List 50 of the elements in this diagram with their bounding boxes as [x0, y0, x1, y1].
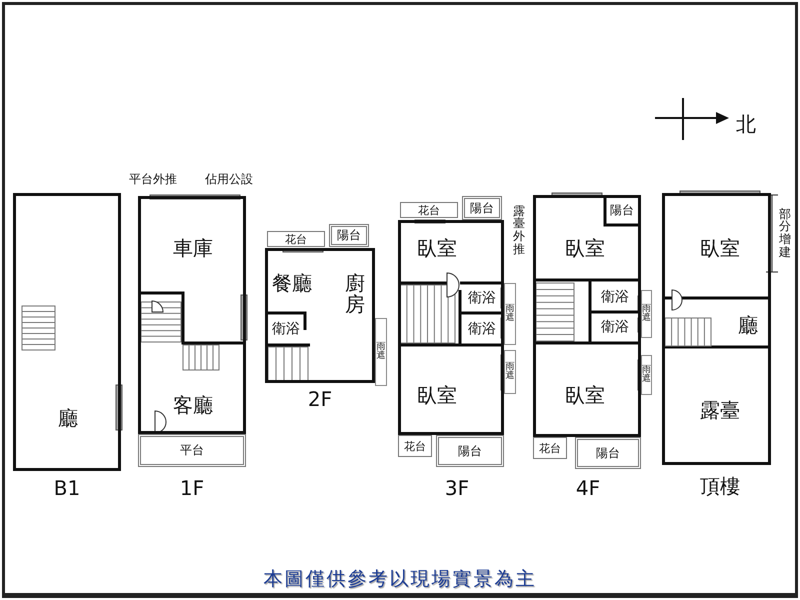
room-label: 臥室: [407, 233, 467, 263]
floor-label: 4F: [574, 474, 602, 502]
terrace-box: 平台: [138, 434, 246, 467]
floor-label: 1F: [178, 474, 206, 502]
awning-box: 雨遮: [641, 290, 652, 338]
room-label: 衛浴: [592, 314, 638, 339]
room-label: 衛浴: [462, 316, 502, 341]
awning-box: 雨遮: [504, 283, 516, 345]
floor-label: 3F: [444, 474, 470, 502]
room-label: 客廳: [163, 390, 223, 420]
north-label: 北: [735, 110, 757, 138]
room-label: 臥室: [555, 380, 615, 410]
disclaimer-note: 本圖僅供參考以現場實景為主: [262, 567, 538, 592]
room-label: 臥室: [555, 233, 615, 263]
room-label: 廳: [728, 310, 768, 340]
balcony-box: 陽台: [436, 435, 504, 467]
room-label: 臥室: [690, 233, 750, 263]
room-label: 衛浴: [592, 284, 638, 309]
awning-box: 雨遮: [375, 318, 387, 386]
floor-outline: [138, 196, 246, 434]
awning-box: 雨遮: [641, 355, 652, 395]
floor-label: 2F: [306, 386, 334, 412]
floor-label: B1: [52, 474, 82, 502]
room-label: 露臺: [690, 395, 750, 425]
awning-box: 雨遮: [504, 350, 516, 394]
side-note: 平台外推: [128, 171, 178, 187]
side-note: 佔用公設: [204, 171, 254, 187]
balcony-box: 陽台: [575, 437, 641, 469]
balcony-box: 陽台: [462, 196, 502, 220]
room-label: 廳: [38, 403, 98, 433]
balcony-box: 陽台: [329, 224, 369, 247]
planter-box: 花台: [267, 231, 325, 247]
side-note: 露臺外推: [512, 202, 526, 258]
room-label: 衛浴: [268, 316, 304, 342]
room-label: 廚房: [343, 268, 367, 320]
floor-outline: [398, 220, 504, 435]
planter-box: 花台: [398, 435, 432, 457]
side-note: 部分增建: [778, 206, 792, 261]
floor-label: 頂樓: [699, 472, 741, 500]
room-label: 餐廳: [264, 268, 320, 298]
room-label: 衛浴: [462, 285, 502, 310]
planter-box: 花台: [533, 437, 567, 459]
floor-outline: [533, 195, 641, 437]
planter-box: 花台: [400, 202, 458, 218]
room-label: 陽台: [605, 197, 639, 223]
floor-outline: [662, 193, 771, 465]
floor-outline: [13, 193, 121, 471]
room-label: 臥室: [407, 380, 467, 410]
room-label: 車庫: [163, 233, 223, 263]
floor-outline: [265, 248, 375, 383]
